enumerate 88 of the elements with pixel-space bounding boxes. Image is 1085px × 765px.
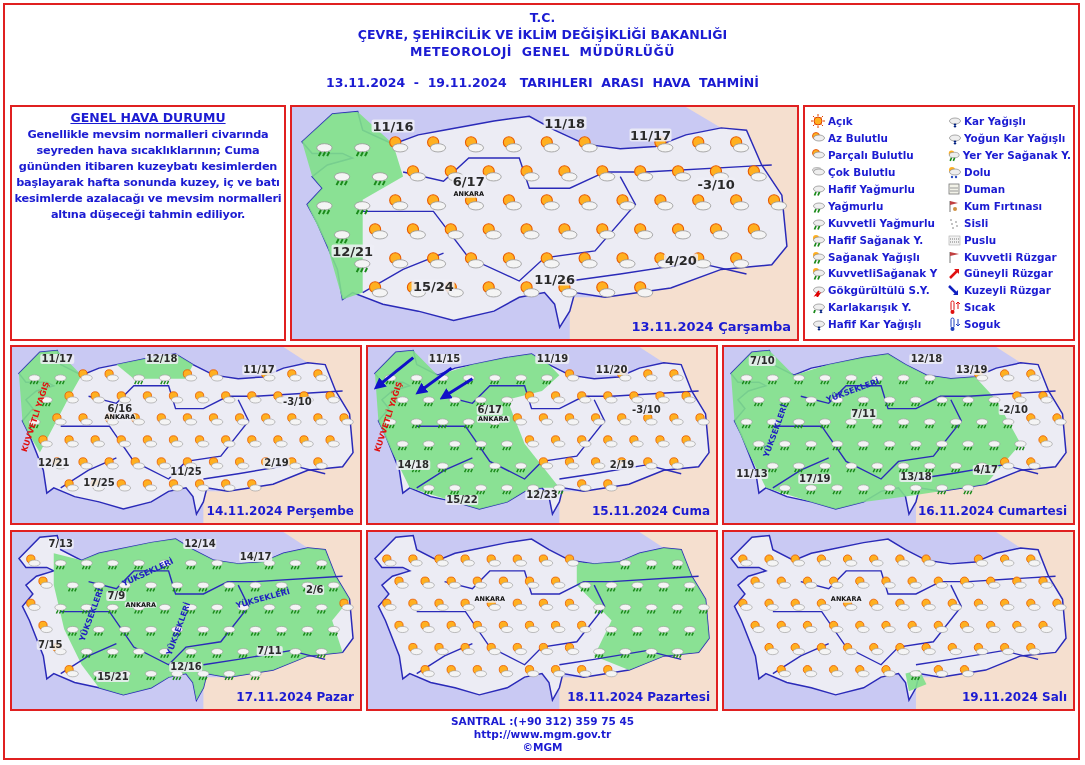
temperature-label: 12/18 — [909, 354, 944, 365]
temperature-label: 6/16 — [106, 403, 134, 414]
footer-text: SANTRAL :(+90 312) 359 75 45 — [449, 715, 636, 727]
temperature-label: 11/16 — [371, 119, 415, 133]
legend-label: Kuvvetli Yağmurlu — [828, 216, 935, 229]
info-panel — [10, 105, 286, 341]
temperature-label: 13/19 — [955, 364, 989, 375]
temperature-label: 11/17 — [629, 128, 672, 142]
temperature-label: 4/17 — [972, 465, 999, 476]
legend-label: Hafif Kar Yağışlı — [828, 318, 922, 331]
legend-label: Dolu — [964, 166, 991, 179]
legend-label: Yer Yer Sağanak Y. — [962, 149, 1071, 162]
temperature-label: 12/23 — [525, 489, 559, 500]
legend-label: Kum Fırtınası — [964, 199, 1043, 212]
temperature-label: 4/20 — [663, 253, 698, 267]
temperature-label: 17/19 — [798, 474, 832, 484]
temperature-label: 12/18 — [144, 354, 179, 365]
temperature-label: 11/15 — [427, 354, 462, 365]
temperature-label: 7/10 — [749, 356, 776, 367]
legend-label: Parçalı Bulutlu — [828, 149, 914, 162]
legend-label: Yağmurlu — [828, 199, 884, 212]
legend-label: Duman — [964, 183, 1006, 195]
date-label: 16.11.2024 Cumartesi — [917, 504, 1067, 518]
temperature-label: 11/26 — [533, 272, 577, 286]
temperature-label: 15/21 — [96, 672, 130, 683]
temperature-label: -3/10 — [696, 177, 736, 191]
temperature-label: 11/17 — [40, 354, 74, 365]
temperature-label: 7/9 — [106, 590, 127, 601]
temperature-label: 7/13 — [47, 539, 74, 550]
temperature-label: 15/22 — [445, 495, 479, 506]
footer-text: ©MGM — [521, 741, 564, 753]
legend-label: Çok Bulutlu — [828, 166, 896, 179]
temperature-label: 14/18 — [396, 459, 430, 470]
legend-label: Güneyli Rüzgar — [964, 267, 1053, 280]
legend-label: Kuzeyli Rüzgar — [964, 284, 1051, 297]
date-label: 18.11.2024 Pazartesi — [567, 690, 710, 704]
header-text: METEOROLOJİ GENEL MÜDÜRLÜĞÜ — [409, 44, 676, 59]
legend-label: Gökgürültülü S.Y. — [828, 284, 930, 297]
temperature-label: 11/17 — [242, 364, 276, 375]
date-label: 19.11.2024 Salı — [961, 690, 1067, 704]
header-text: ÇEVRE, ŞEHİRCİLİK VE İKLİM DEĞİŞİKLİĞİ BAKANLIĞI — [356, 27, 729, 42]
temperature-label: 7/11 — [850, 408, 877, 419]
temperature-label: 17/25 — [82, 477, 116, 488]
temperature-label: -3/10 — [631, 405, 662, 416]
legend-label: Açık — [828, 115, 853, 128]
legend-label: Kuvvetli Rüzgar — [964, 250, 1057, 263]
temperature-label: 12/21 — [37, 458, 71, 469]
temperature-label: 11/13 — [735, 468, 769, 479]
date-label: 15.11.2024 Cuma — [591, 504, 710, 518]
temperature-label: 6/17 — [476, 405, 504, 416]
legend-label: KuvvetliSağanak Y — [828, 267, 938, 280]
temperature-label: 11/25 — [169, 466, 203, 477]
temperature-label: 11/20 — [594, 364, 629, 375]
temperature-label: 2/19 — [608, 459, 636, 470]
legend-label: Kar Yağışlı — [964, 115, 1026, 128]
legend-label: Sıcak — [964, 301, 996, 314]
forecast-text: Genellikle mevsim normalleri civarında seyreden hava sıcaklıklarının; Cuma gününden itibaren kuzeybatı kesimlerden başlayarak hafta sonunda kuzey, iç ve batı kesimlerde azalacağı ve mevsim normalleri altına düşeceği tahmin ediliyor. — [13, 127, 283, 223]
legend-label: Hafif Yağmurlu — [828, 183, 915, 195]
legend-label: Yoğun Kar Yağışlı — [964, 132, 1066, 145]
temperature-label: 11/19 — [535, 354, 570, 365]
header-text: T.C. — [528, 10, 557, 25]
temperature-label: 2/6 — [304, 585, 325, 596]
legend-label: Sağanak Yağışlı — [828, 250, 920, 263]
temperature-label: 2/19 — [263, 458, 290, 469]
temperature-label: 14/17 — [238, 551, 273, 562]
temperature-label: 7/11 — [256, 645, 283, 656]
panel-heading: GENEL HAVA DURUMU — [70, 110, 226, 125]
legend-label: Puslu — [964, 233, 997, 246]
temperature-label: 13/18 — [899, 472, 933, 483]
date-label: 13.11.2024 Çarşamba — [631, 319, 791, 334]
date-label: 17.11.2024 Pazar — [236, 690, 354, 704]
temperature-label: -2/10 — [998, 405, 1029, 416]
date-label: 14.11.2024 Perşembe — [206, 504, 354, 518]
legend-label: Sisli — [964, 216, 989, 229]
temperature-label: 15/24 — [411, 279, 455, 293]
title: 13.11.2024 - 19.11.2024 TARIHLERI ARASI HAVA TAHMİNİ — [325, 75, 760, 90]
temperature-label: 12/14 — [183, 539, 217, 550]
temperature-label: 12/16 — [169, 661, 203, 672]
legend-label: Az Bulutlu — [828, 132, 888, 145]
footer-text: http://www.mgm.gov.tr — [472, 728, 613, 740]
legend-label: Soguk — [964, 318, 1001, 331]
temperature-label: 7/15 — [37, 640, 64, 651]
temperature-label: 12/21 — [331, 244, 375, 258]
legend-label: Karlakarışık Y. — [828, 301, 912, 314]
temperature-label: 11/18 — [543, 116, 587, 130]
legend-label: Hafif Sağanak Y. — [828, 233, 924, 246]
temperature-label: 6/17 — [451, 174, 486, 188]
temperature-label: -3/10 — [282, 396, 313, 407]
